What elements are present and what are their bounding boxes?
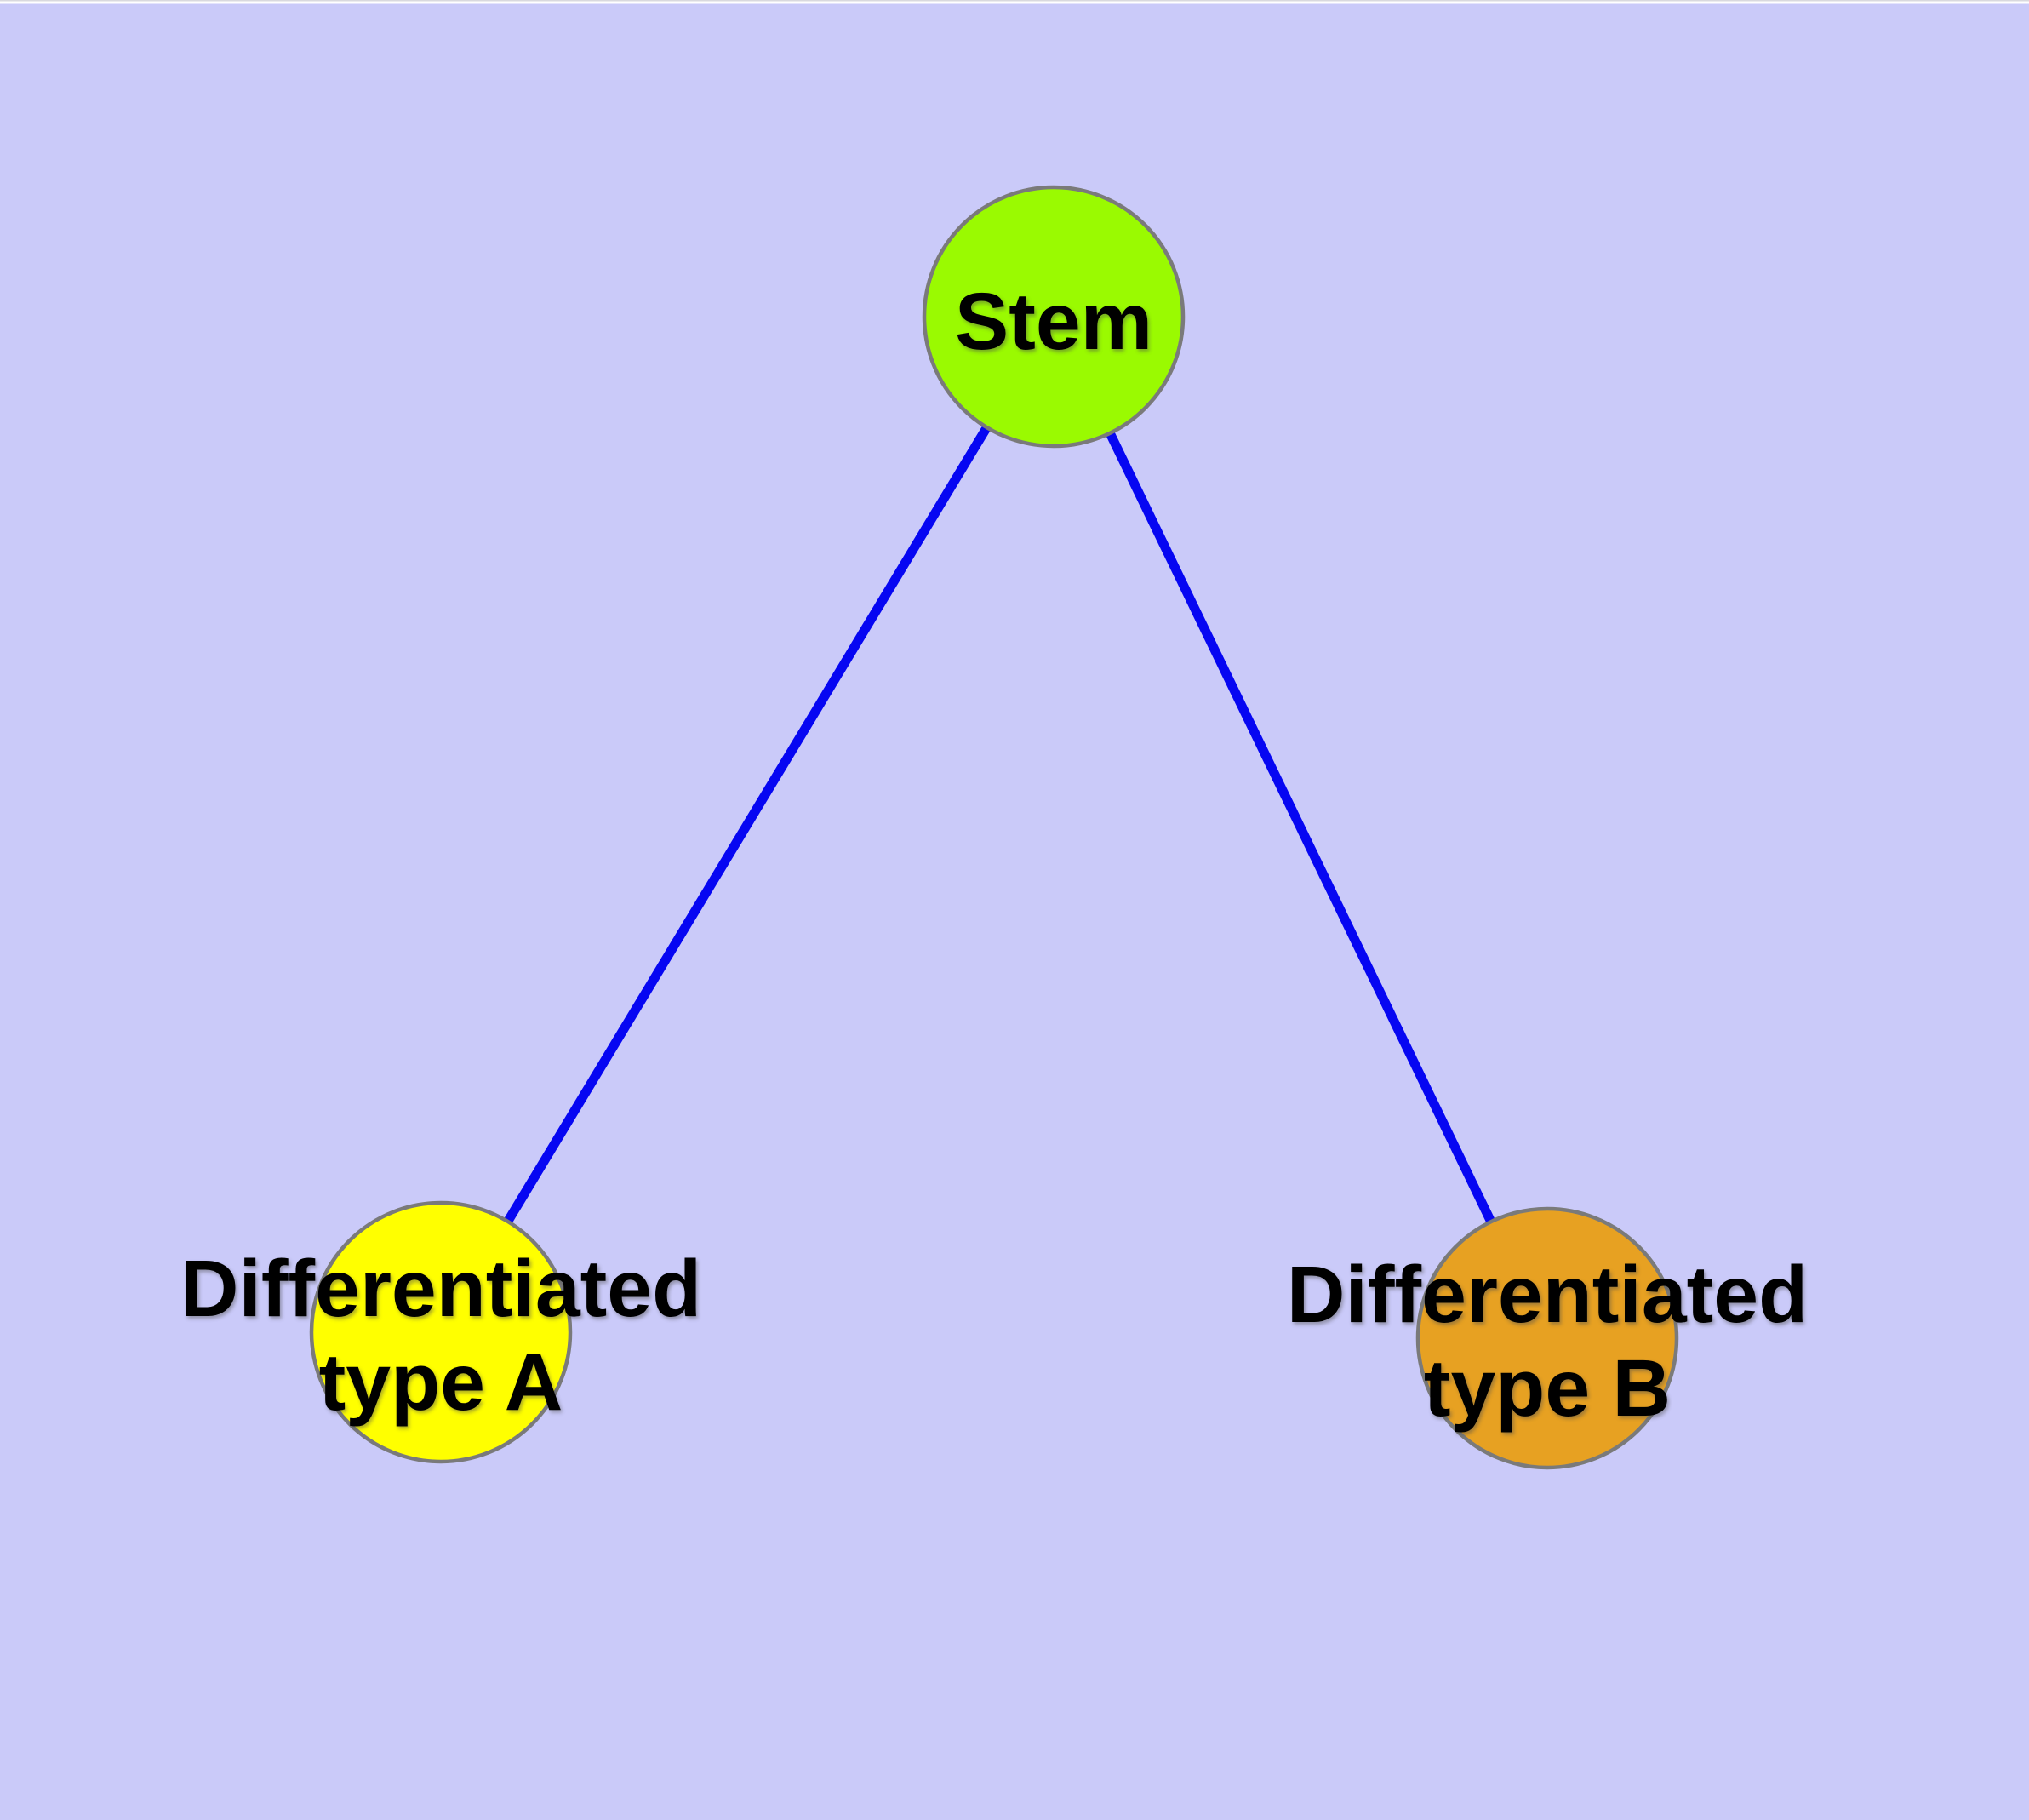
node-type-b-label-line2: type B — [1424, 1343, 1671, 1434]
node-differentiated-type-a[interactable] — [309, 1200, 573, 1464]
node-stem-label: Stem — [955, 277, 1152, 367]
edge-stem-to-type-b[interactable] — [1049, 314, 1552, 1341]
node-differentiated-type-b[interactable] — [1415, 1206, 1679, 1470]
window-top-edge-rim — [0, 0, 2029, 2]
node-type-b-label-line1: Differentiated — [1287, 1250, 1808, 1340]
edge-stem-to-type-a[interactable] — [437, 314, 1058, 1335]
node-stem[interactable] — [922, 185, 1186, 449]
window-top-edge — [0, 0, 2029, 4]
node-type-a-label-line2: type A — [319, 1337, 563, 1428]
node-type-a-label-line1: Differentiated — [180, 1244, 701, 1334]
